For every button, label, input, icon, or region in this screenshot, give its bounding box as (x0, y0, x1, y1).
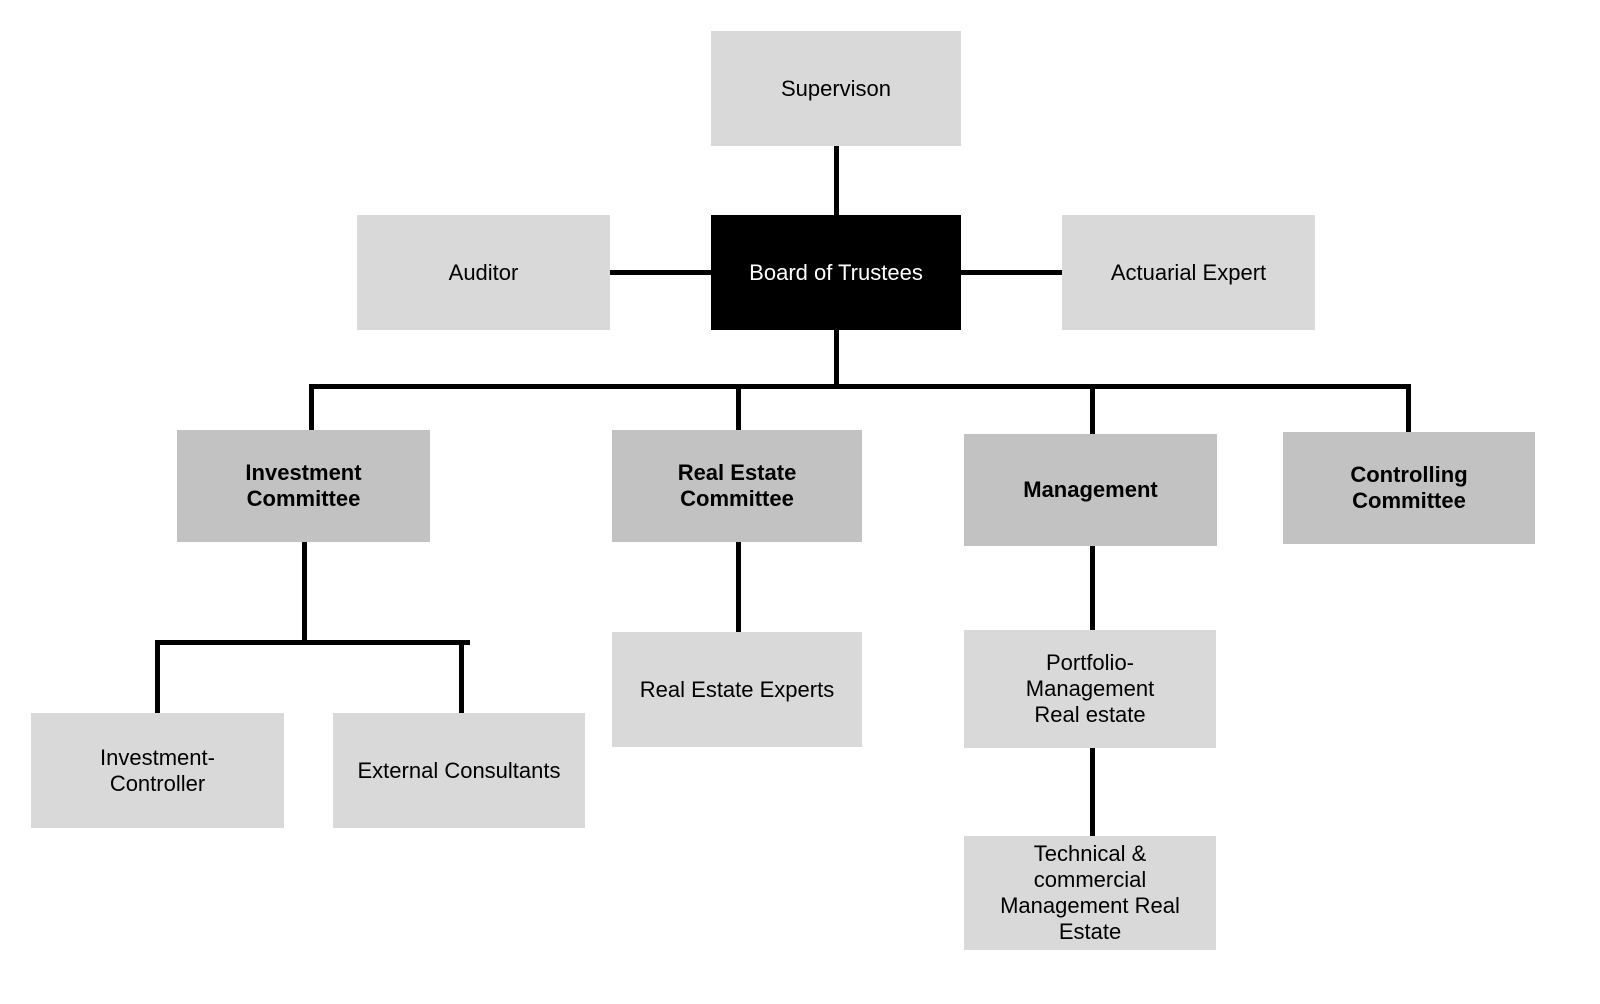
node-label-auditor: Auditor (448, 259, 519, 285)
node-label-investment-committee: Investment Committee (245, 460, 362, 511)
connector-auditor-to-board (610, 270, 711, 275)
connector-bus-to-investment-committee (309, 384, 314, 430)
node-label-real-estate-committee: Real Estate Committee (677, 460, 797, 511)
connector-sub-bus-to-investment-controller (155, 640, 160, 713)
node-label-investment-controller: Investment- Controller (100, 744, 215, 796)
connector-investment-sub-bus (157, 640, 470, 645)
connector-management-to-portfolio (1090, 546, 1095, 630)
node-label-portfolio-management-real-estate: Portfolio- Management Real estate (1025, 650, 1155, 727)
node-label-actuarial-expert: Actuarial Expert (1110, 259, 1267, 285)
node-actuarial-expert[interactable]: Actuarial Expert (1062, 215, 1315, 330)
node-label-supervison: Supervison (780, 75, 892, 101)
connector-committee-bus (310, 384, 1411, 389)
connector-bus-to-controlling-committee (1406, 384, 1411, 432)
connector-board-to-actuarial (961, 270, 1062, 275)
node-investment-committee[interactable]: Investment Committee (177, 430, 430, 542)
node-label-board-of-trustees: Board of Trustees (749, 259, 923, 285)
connector-real-estate-committee-to-experts (736, 542, 741, 632)
node-supervison[interactable]: Supervison (711, 31, 961, 146)
connector-bus-to-management (1090, 384, 1095, 434)
node-controlling-committee[interactable]: Controlling Committee (1283, 432, 1535, 544)
node-board-of-trustees[interactable]: Board of Trustees (711, 215, 961, 330)
node-portfolio-management-real-estate[interactable]: Portfolio- Management Real estate (964, 630, 1216, 748)
connector-portfolio-to-technical (1090, 748, 1095, 836)
node-management[interactable]: Management (964, 434, 1217, 546)
connector-investment-committee-stem (302, 542, 307, 645)
node-real-estate-experts[interactable]: Real Estate Experts (612, 632, 862, 747)
connector-sub-bus-to-external-consultants (459, 640, 464, 713)
connector-board-down-stem (834, 330, 839, 386)
connector-bus-to-real-estate-committee (736, 384, 741, 430)
node-investment-controller[interactable]: Investment- Controller (31, 713, 284, 828)
node-label-controlling-committee: Controlling Committee (1350, 462, 1468, 513)
connector-supervison-to-board (834, 146, 839, 216)
node-external-consultants[interactable]: External Consultants (333, 713, 585, 828)
node-real-estate-committee[interactable]: Real Estate Committee (612, 430, 862, 542)
node-technical-commercial-management-real-estate[interactable]: Technical & commercial Management Real E… (964, 836, 1216, 950)
node-auditor[interactable]: Auditor (357, 215, 610, 330)
node-label-technical-commercial-management-real-estate: Technical & commercial Management Real E… (1000, 841, 1180, 944)
node-label-management: Management (1023, 477, 1158, 503)
node-label-external-consultants: External Consultants (357, 757, 561, 783)
node-label-real-estate-experts: Real Estate Experts (639, 676, 835, 702)
